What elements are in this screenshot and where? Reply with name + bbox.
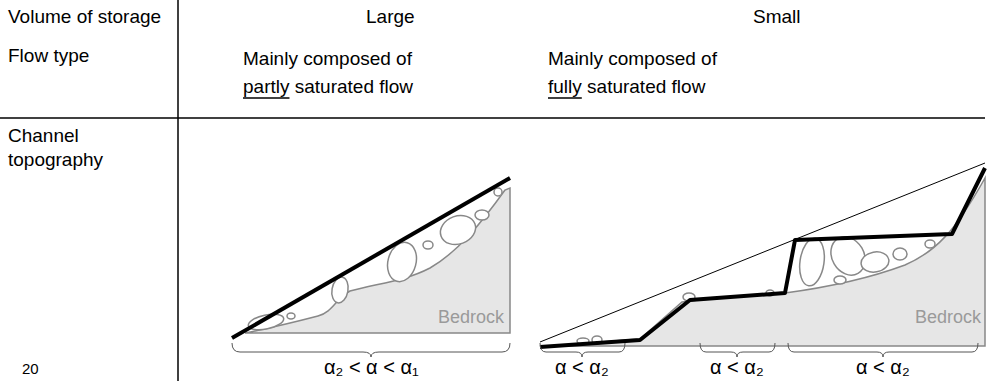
row-heading: Flow type <box>8 45 89 68</box>
cell-text: Mainly composed of partly saturated flow <box>243 45 443 101</box>
bracket <box>540 343 625 357</box>
water-surface <box>540 168 985 347</box>
underline-layer <box>243 98 582 99</box>
slope-condition: α₂ < α < α₁ <box>324 355 419 379</box>
column-heading: Small <box>753 6 801 29</box>
cell-text: Mainly composed of fully saturated flow <box>548 45 748 101</box>
word-underline <box>243 97 289 99</box>
bracket <box>700 343 775 357</box>
column-divider <box>177 0 179 381</box>
water-surface <box>232 178 510 338</box>
row-divider <box>0 117 985 119</box>
bedrock-label: Bedrock <box>438 307 504 329</box>
slope-condition: α < α₂ <box>710 355 764 379</box>
bracket <box>232 343 510 357</box>
bedrock-label: Bedrock <box>915 307 981 329</box>
bedrock-shape <box>245 188 510 333</box>
boulders <box>577 231 935 344</box>
bracket <box>788 343 978 357</box>
line-number: 20 <box>22 360 39 378</box>
column-heading: Large <box>366 6 415 29</box>
slope-condition: α < α₂ <box>856 355 910 379</box>
row-heading: Volume of storage <box>8 6 161 29</box>
slope-condition: α < α₂ <box>555 355 609 379</box>
bedrock-shape <box>548 178 985 346</box>
word-underline <box>548 97 582 99</box>
row-heading: Channel topography <box>8 124 148 172</box>
